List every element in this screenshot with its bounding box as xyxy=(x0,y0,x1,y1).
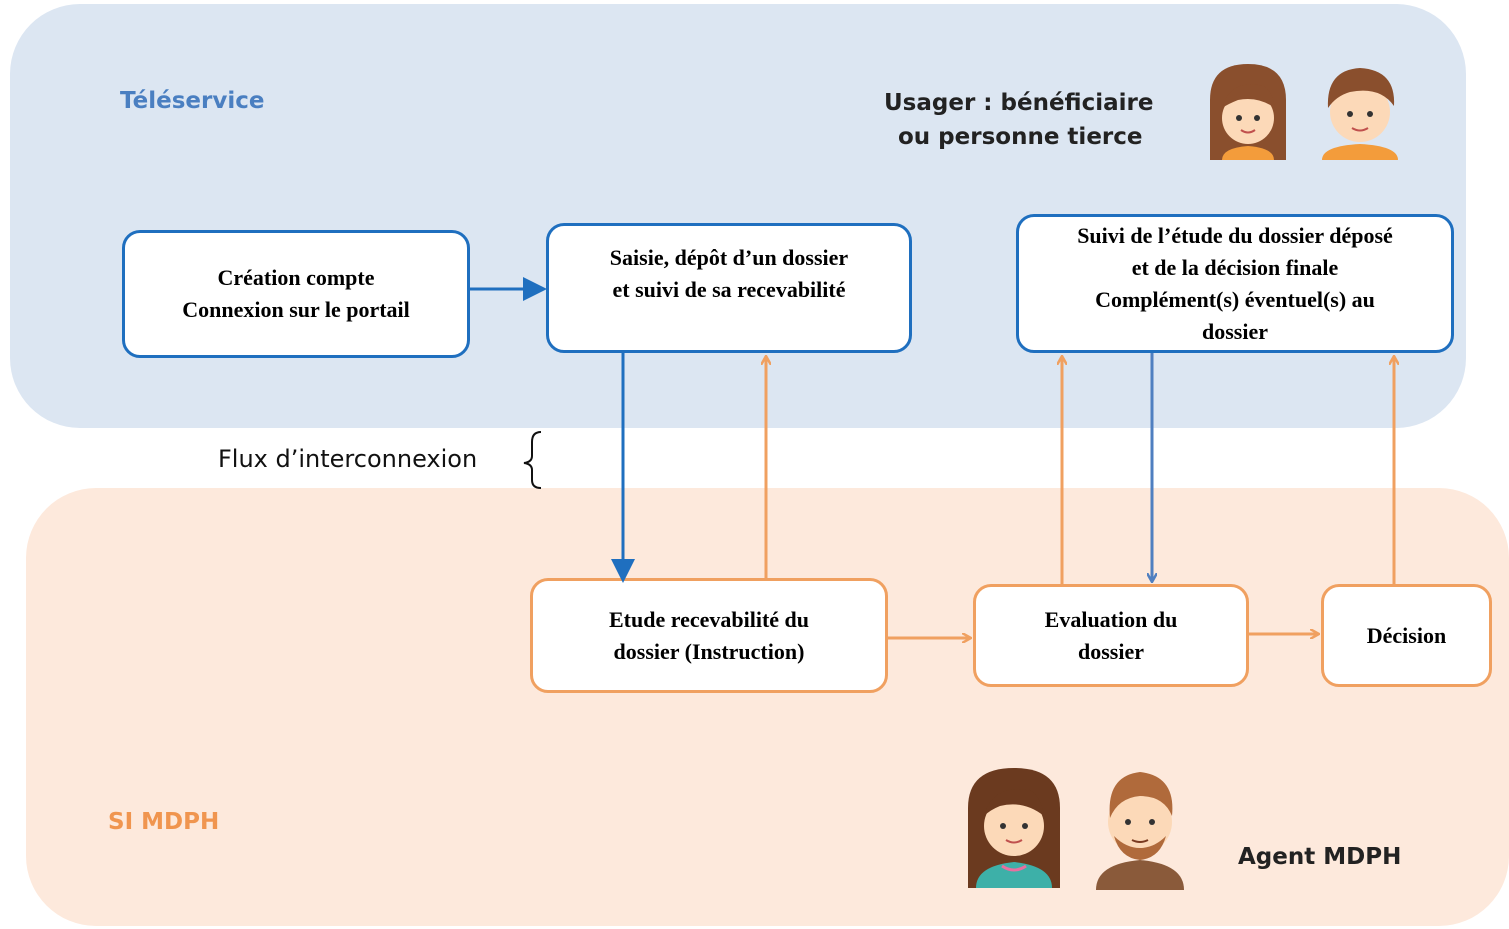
usager-girl-avatar xyxy=(1210,64,1286,160)
box-evaluation-line1: Evaluation du xyxy=(1044,606,1178,632)
flux-label: Flux d’interconnexion xyxy=(218,445,478,473)
si-mdph-label: SI MDPH xyxy=(108,809,220,835)
box-suivi-line4: dossier xyxy=(1201,318,1268,344)
box-etude-recevabilite: Etude recevabilité du dossier (Instructi… xyxy=(530,578,888,693)
agent-label: Agent MDPH xyxy=(1238,844,1402,870)
box-saisie-depot: Saisie, dépôt d’un dossier et suivi de s… xyxy=(546,223,912,353)
usager-boy-avatar xyxy=(1322,68,1398,160)
box-suivi-line2: et de la décision finale xyxy=(1131,254,1339,280)
box-etude-line1: Etude recevabilité du xyxy=(608,606,810,632)
box-decision-line1: Décision xyxy=(1366,622,1447,648)
box-decision: Décision xyxy=(1321,584,1492,687)
box-suivi-etude: Suivi de l’étude du dossier déposé et de… xyxy=(1016,214,1454,353)
usager-label: Usager : bénéficiaire ou personne tierce xyxy=(884,86,1153,154)
teleservice-label: Téléservice xyxy=(120,88,265,114)
box-saisie-line1: Saisie, dépôt d’un dossier xyxy=(609,245,849,270)
box-creation-line1: Création compte xyxy=(217,265,375,290)
flux-bracket xyxy=(523,431,542,489)
flux-strip xyxy=(186,430,530,488)
box-saisie-line2: et suivi de sa recevabilité xyxy=(612,277,846,302)
box-suivi-line1: Suivi de l’étude du dossier déposé xyxy=(1077,222,1393,248)
box-suivi-line3: Complément(s) éventuel(s) au xyxy=(1095,286,1375,312)
usager-label-line2: ou personne tierce xyxy=(898,124,1143,150)
agent-man-avatar xyxy=(1096,772,1184,890)
box-creation-line2: Connexion sur le portail xyxy=(182,297,410,322)
box-evaluation: Evaluation du dossier xyxy=(973,584,1249,687)
box-creation-compte: Création compte Connexion sur le portail xyxy=(122,230,470,358)
box-evaluation-line2: dossier xyxy=(1077,638,1144,664)
box-etude-line2: dossier (Instruction) xyxy=(613,638,805,664)
usager-label-line1: Usager : bénéficiaire xyxy=(884,90,1154,116)
agent-woman-avatar xyxy=(968,768,1060,888)
